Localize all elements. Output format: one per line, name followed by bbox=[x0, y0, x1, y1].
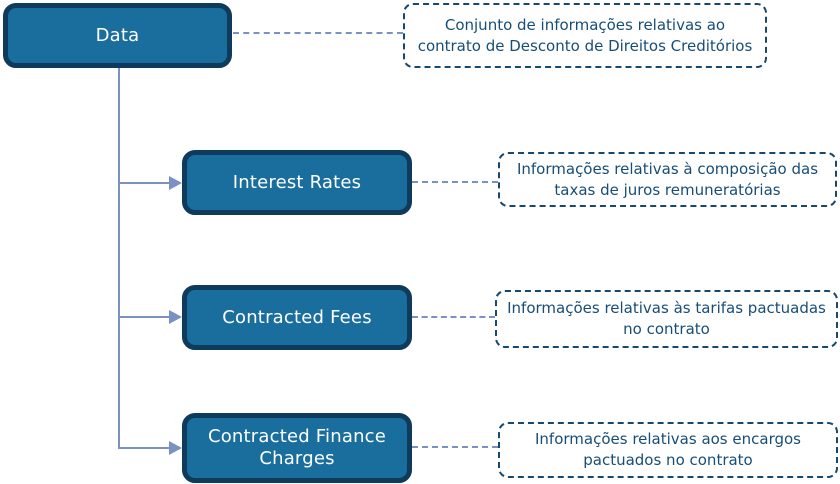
tree-trunk-line bbox=[118, 68, 120, 449]
note-contracted-fees: Informações relativas às tarifas pactuad… bbox=[495, 290, 838, 348]
note-interest-rates: Informações relativas à composição das t… bbox=[498, 152, 837, 207]
note-contracted-finance-charges: Informações relativas aos encargos pactu… bbox=[498, 422, 838, 478]
node-contracted-finance-charges-label: Contracted Finance Charges bbox=[207, 426, 387, 469]
arrowhead-icon bbox=[169, 441, 182, 455]
dashed-connector-contracted-fees-note bbox=[412, 316, 495, 318]
note-contracted-finance-charges-text: Informações relativas aos encargos pactu… bbox=[534, 430, 801, 469]
note-data: Conjunto de informações relativas ao con… bbox=[403, 3, 767, 68]
node-contracted-fees-label: Contracted Fees bbox=[222, 306, 372, 328]
branch-line-interest-rates bbox=[118, 182, 170, 184]
node-contracted-finance-charges: Contracted Finance Charges bbox=[182, 413, 412, 483]
branch-line-contracted-fees bbox=[118, 316, 170, 318]
node-contracted-fees: Contracted Fees bbox=[182, 285, 412, 350]
arrowhead-icon bbox=[169, 176, 182, 190]
dashed-connector-interest-rates-note bbox=[412, 181, 498, 183]
node-interest-rates-label: Interest Rates bbox=[232, 171, 362, 193]
note-contracted-fees-text: Informações relativas às tarifas pactuad… bbox=[507, 299, 826, 338]
node-data-label: Data bbox=[95, 24, 140, 46]
node-interest-rates: Interest Rates bbox=[182, 150, 412, 215]
node-data: Data bbox=[3, 3, 232, 68]
dashed-connector-data-note bbox=[233, 32, 403, 34]
arrowhead-icon bbox=[169, 310, 182, 324]
note-interest-rates-text: Informações relativas à composição das t… bbox=[516, 159, 819, 199]
branch-line-contracted-finance-charges bbox=[118, 447, 170, 449]
note-data-text: Conjunto de informações relativas ao con… bbox=[417, 15, 753, 55]
dashed-connector-contracted-finance-charges-note bbox=[412, 446, 498, 448]
